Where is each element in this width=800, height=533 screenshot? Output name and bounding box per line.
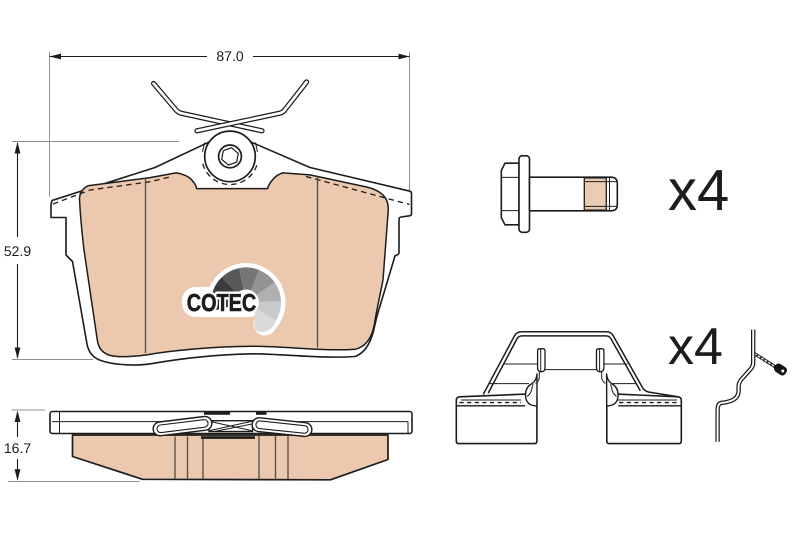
friction-material-top-view <box>71 434 389 481</box>
logo-fan <box>210 267 282 333</box>
fan-wedge-5 <box>250 270 275 295</box>
dimension-width-label: 87.0 <box>216 48 243 64</box>
hub-collar-tick-right <box>255 142 258 153</box>
arrowhead-down <box>14 469 21 481</box>
cotec-logo: COTEC COTEC <box>182 263 286 336</box>
friction-edge-bottom <box>96 339 357 358</box>
hub-collar-tick-left <box>202 142 205 153</box>
wear-indicator <box>715 329 788 442</box>
hub-hex-socket <box>221 147 239 166</box>
pad-spring-wire <box>151 79 310 134</box>
clip-loop-left-inner <box>156 419 209 434</box>
fan-wedge-tail <box>254 309 276 333</box>
clip-loop-left <box>152 415 213 437</box>
wear-indicator-wire <box>715 329 756 442</box>
clip-foot-right <box>606 393 683 445</box>
dimension-thickness: 16.7 <box>4 409 140 482</box>
pad-back-view: COTEC COTEC <box>50 79 413 366</box>
fan-wedge-6 <box>256 282 281 302</box>
fitting-clip <box>455 331 683 445</box>
friction-notch <box>175 172 284 190</box>
dimension-height: 52.9 <box>4 141 179 360</box>
fan-wedge-7 <box>257 301 282 321</box>
friction-edge-top-left <box>78 172 177 200</box>
clip-hook-right <box>595 348 605 373</box>
arrowhead-up <box>14 142 21 154</box>
spring-wire-left-arm-core <box>152 82 264 133</box>
bolt-head <box>500 162 520 226</box>
clip-hook-left <box>536 348 546 373</box>
clip-loop-right-inner <box>255 420 309 434</box>
wear-indicator-connector <box>773 363 788 376</box>
hidden-edge-left <box>52 175 173 205</box>
friction-material <box>79 172 389 357</box>
clip-loop-right-group <box>251 417 313 438</box>
dimension-thickness-label: 16.7 <box>4 440 31 456</box>
bolt-thread-patch <box>583 177 607 211</box>
wear-indicator-wire-core <box>716 329 755 442</box>
clip-arch-inner <box>487 335 641 394</box>
pad-top-view <box>49 410 413 481</box>
bolt-head-facet-lines <box>501 176 519 212</box>
hidden-edge-right <box>305 175 410 206</box>
clip-loop-right <box>251 417 313 438</box>
clip-leg-notch-left <box>526 384 534 397</box>
fan-wedge-4 <box>239 267 260 291</box>
top-view-section-lines <box>174 436 289 479</box>
bolt-thread-lines <box>584 181 617 207</box>
friction-edge-right <box>354 209 390 350</box>
logo-text: COTEC <box>187 290 257 317</box>
wear-indicator-connector-eye <box>781 369 785 373</box>
dimension-height-label: 52.9 <box>4 243 31 259</box>
clip-neck-left <box>535 371 540 384</box>
arrowhead-left <box>49 53 61 60</box>
bolt-quantity-label: x4 <box>668 158 729 223</box>
fan-wedge-1 <box>210 294 234 311</box>
spring-wire-right-arm <box>194 79 310 134</box>
fan-wedge-2 <box>211 277 237 300</box>
bolt-flange <box>518 155 531 234</box>
arrowhead-right <box>398 53 410 60</box>
clip-cross-brace-2 <box>209 420 252 432</box>
clip-foot-left <box>455 393 538 445</box>
bolt <box>500 155 619 234</box>
clip-quantity-label: x4 <box>668 318 723 376</box>
clip-cross-brace-3 <box>215 423 253 432</box>
wear-indicator-connector-group <box>773 363 788 376</box>
arrowhead-up <box>14 410 21 422</box>
spring-wire-left-arm <box>151 80 265 134</box>
arrowhead-down <box>14 347 21 359</box>
dimension-width: 87.0 <box>49 48 410 197</box>
clip-leg-notch-right <box>609 384 617 397</box>
spring-wire-right-arm-core <box>195 80 308 133</box>
clip-neck-right <box>601 371 606 384</box>
clip-loop-left-group <box>152 415 213 437</box>
clip-arch-outer <box>482 331 679 398</box>
friction-edge-top-right <box>282 172 390 211</box>
friction-edge-left <box>78 198 99 341</box>
spring-clip-top-view <box>152 415 313 438</box>
fan-wedge-3 <box>221 268 244 294</box>
logo-text-casing: COTEC <box>187 290 257 317</box>
